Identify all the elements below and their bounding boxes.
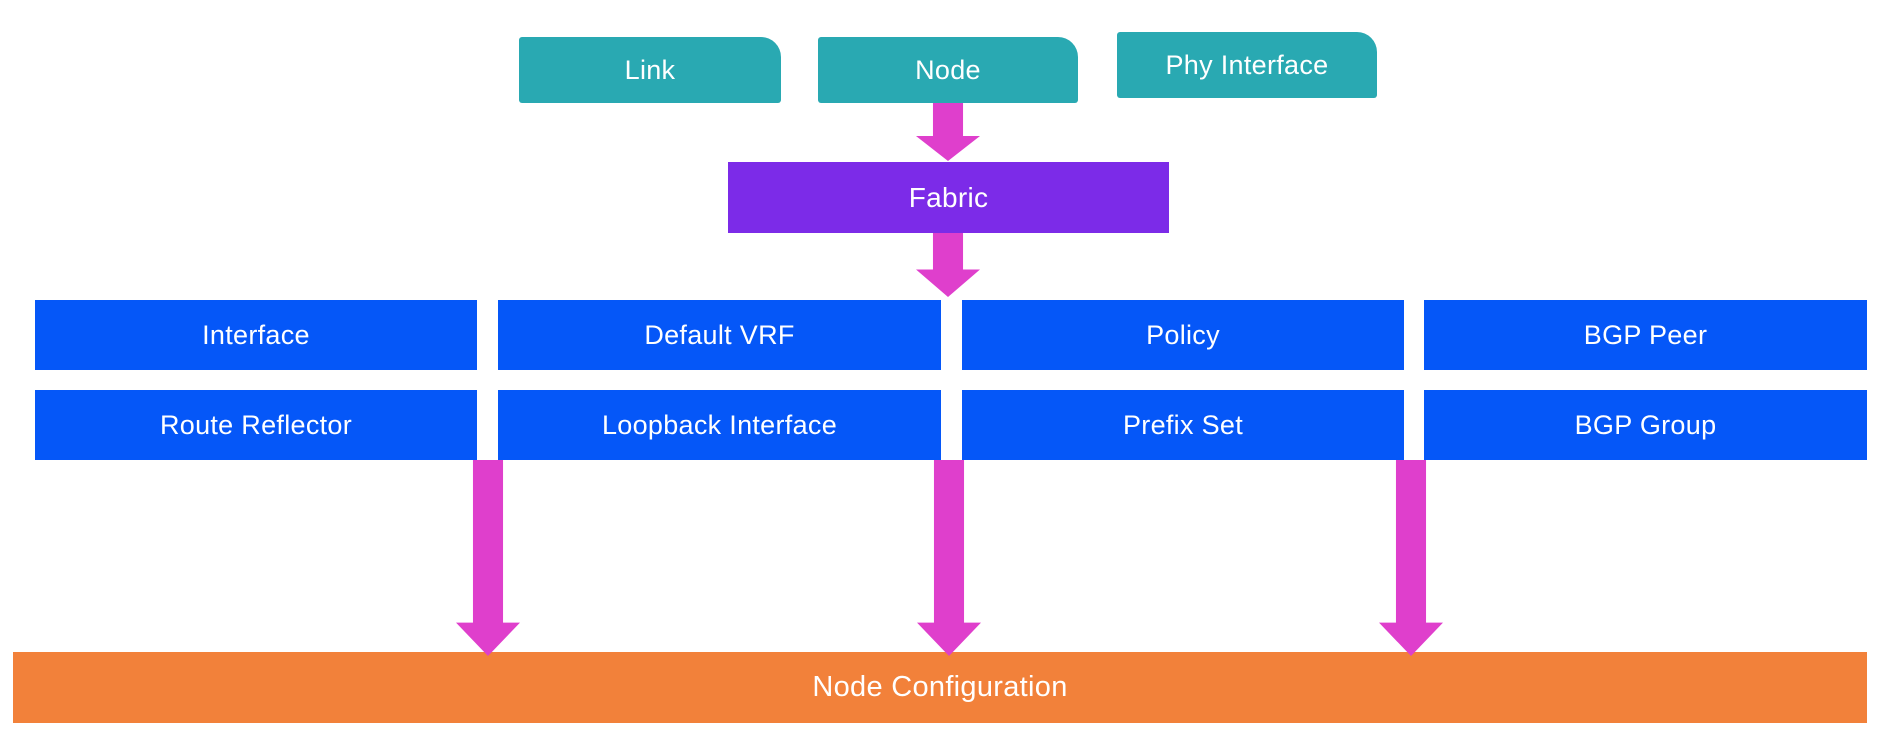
grid-box-prefix-set-label: Prefix Set [1122, 409, 1244, 440]
source-box-phy-interface: Phy Interface [1117, 32, 1377, 98]
grid-box-policy: Policy [962, 300, 1404, 370]
down-arrow-icon [916, 233, 980, 297]
grid-box-bgp-peer: BGP Peer [1424, 300, 1867, 370]
grid-box-interface-label: Interface [202, 319, 310, 350]
fabric-box: Fabric [728, 162, 1169, 233]
source-box-node: Node [818, 37, 1078, 103]
grid-box-bgp-peer-label: BGP Peer [1583, 319, 1708, 350]
source-box-phy-interface-label: Phy Interface [1165, 49, 1329, 80]
down-arrow-icon [916, 103, 980, 161]
down-arrow-icon [917, 460, 981, 656]
grid-box-default-vrf-label: Default VRF [644, 319, 795, 350]
fabric-box-label: Fabric [908, 181, 989, 213]
grid-box-prefix-set: Prefix Set [962, 390, 1404, 460]
node-configuration-bar: Node Configuration [13, 652, 1867, 723]
grid-box-default-vrf: Default VRF [498, 300, 941, 370]
source-box-node-label: Node [915, 54, 981, 85]
source-box-link: Link [519, 37, 781, 103]
grid-box-bgp-group: BGP Group [1424, 390, 1867, 460]
grid-box-interface: Interface [35, 300, 477, 370]
grid-box-loopback-interface: Loopback Interface [498, 390, 941, 460]
grid-box-loopback-interface-label: Loopback Interface [601, 409, 838, 440]
node-configuration-label: Node Configuration [812, 671, 1068, 703]
grid-box-bgp-group-label: BGP Group [1574, 409, 1717, 440]
down-arrow-icon [456, 460, 520, 656]
grid-box-route-reflector: Route Reflector [35, 390, 477, 460]
source-box-link-label: Link [624, 54, 676, 85]
grid-box-route-reflector-label: Route Reflector [159, 409, 353, 440]
down-arrow-icon [1379, 460, 1443, 656]
grid-box-policy-label: Policy [1146, 319, 1220, 350]
